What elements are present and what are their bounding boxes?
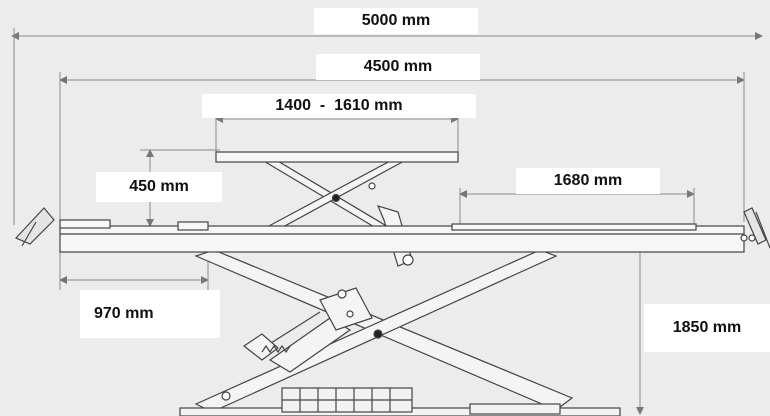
- spring-coil: [261, 344, 291, 354]
- main-scissor: [194, 249, 574, 413]
- label-extension-length: 1680 mm: [516, 168, 660, 194]
- label-secondary-length: 1400 - 1610 mm: [202, 94, 476, 118]
- left-ramp: [14, 207, 55, 245]
- dimension-lines: [11, 28, 763, 415]
- sec-pin-2: [368, 182, 376, 190]
- ramps: [14, 207, 770, 249]
- right-ramp-detail: [755, 211, 770, 249]
- spring-assembly: [242, 333, 279, 361]
- bracket-pin: [337, 289, 347, 299]
- end-pin-right: [740, 234, 748, 242]
- bracket-pin-2: [346, 310, 354, 318]
- label-platform-length: 4500 mm: [316, 54, 480, 80]
- extension-plate: [451, 223, 697, 231]
- label-max-height: 1850 mm: [644, 304, 770, 352]
- secondary-platform: [215, 151, 459, 163]
- left-block: [177, 221, 209, 231]
- sec-cylinder-pin: [402, 254, 414, 266]
- left-plate: [59, 219, 111, 229]
- label-total-length: 5000 mm: [314, 8, 478, 34]
- sec-pivot-pin: [331, 193, 341, 203]
- sec-arm-2: [253, 159, 407, 235]
- main-platform: [59, 219, 756, 253]
- hydraulic-cylinder: [268, 317, 352, 373]
- main-pivot-pin: [373, 329, 383, 339]
- secondary-platform-deck: [215, 151, 459, 163]
- label-front-overhang: 970 mm: [80, 290, 220, 338]
- base-frame: [179, 387, 621, 416]
- label-secondary-height: 450 mm: [96, 172, 222, 202]
- base-pin-left: [221, 391, 231, 401]
- base-roller-rail: [469, 403, 561, 415]
- right-ramp: [743, 207, 767, 245]
- left-ramp-detail: [21, 221, 37, 247]
